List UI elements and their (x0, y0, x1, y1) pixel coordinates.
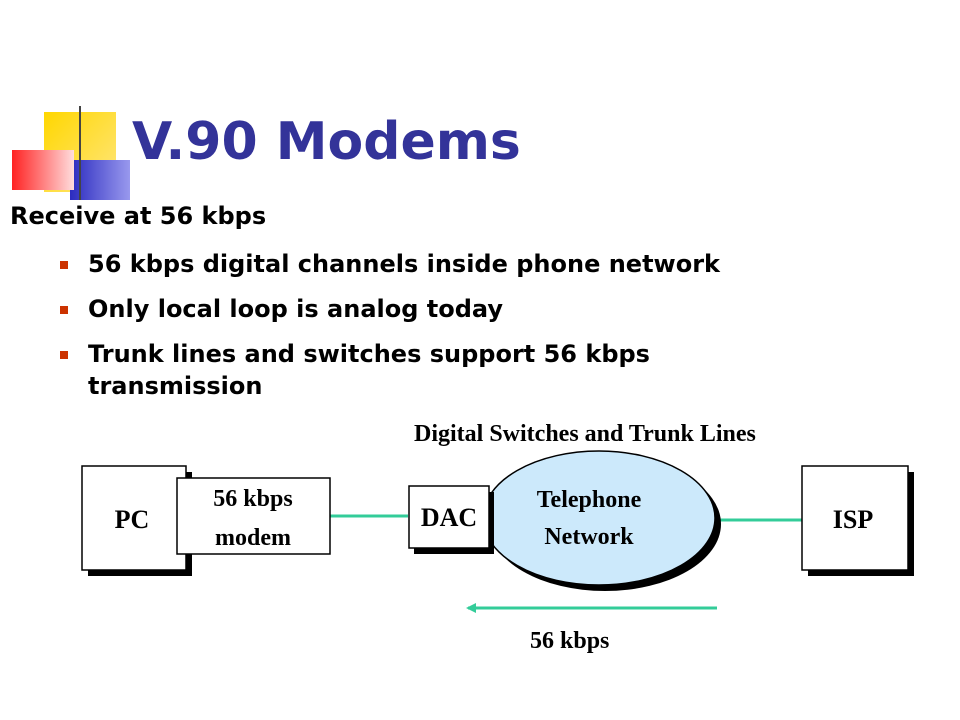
bullet-marker-icon (60, 351, 68, 359)
bullet-marker-icon (60, 306, 68, 314)
bullet-text: 56 kbps digital channels inside phone ne… (88, 250, 721, 278)
diagram-caption: Digital Switches and Trunk Lines (414, 421, 756, 447)
network-label-line1: Telephone (537, 487, 642, 513)
decor-red-square (12, 150, 74, 190)
bullet-text: Only local loop is analog today (88, 295, 504, 323)
bullet-marker-icon (60, 261, 68, 269)
title-decoration (12, 106, 960, 200)
isp-label: ISP (833, 505, 874, 534)
bullet-text: Trunk lines and switches support 56 kbps… (88, 340, 650, 400)
page-title: V.90 Modems (132, 112, 521, 172)
bullet-list: 56 kbps digital channels inside phone ne… (60, 248, 780, 415)
pc-label: PC (115, 505, 150, 534)
isp-box (801, 465, 909, 571)
bullet-item: Trunk lines and switches support 56 kbps… (60, 338, 780, 402)
bullet-item: 56 kbps digital channels inside phone ne… (60, 248, 780, 280)
dac-box (408, 485, 490, 549)
modem-label-line2: modem (215, 525, 291, 551)
speed-label: 56 kbps (530, 628, 609, 654)
modem-box (176, 477, 331, 555)
telephone-network-ellipse (482, 450, 716, 586)
main-point: Receive at 56 kbps (10, 202, 267, 230)
network-label-line2: Network (544, 524, 634, 550)
modem-label-line1: 56 kbps (213, 486, 292, 512)
dac-label: DAC (421, 503, 477, 532)
pc-box (81, 465, 187, 571)
bullet-item: Only local loop is analog today (60, 293, 780, 325)
